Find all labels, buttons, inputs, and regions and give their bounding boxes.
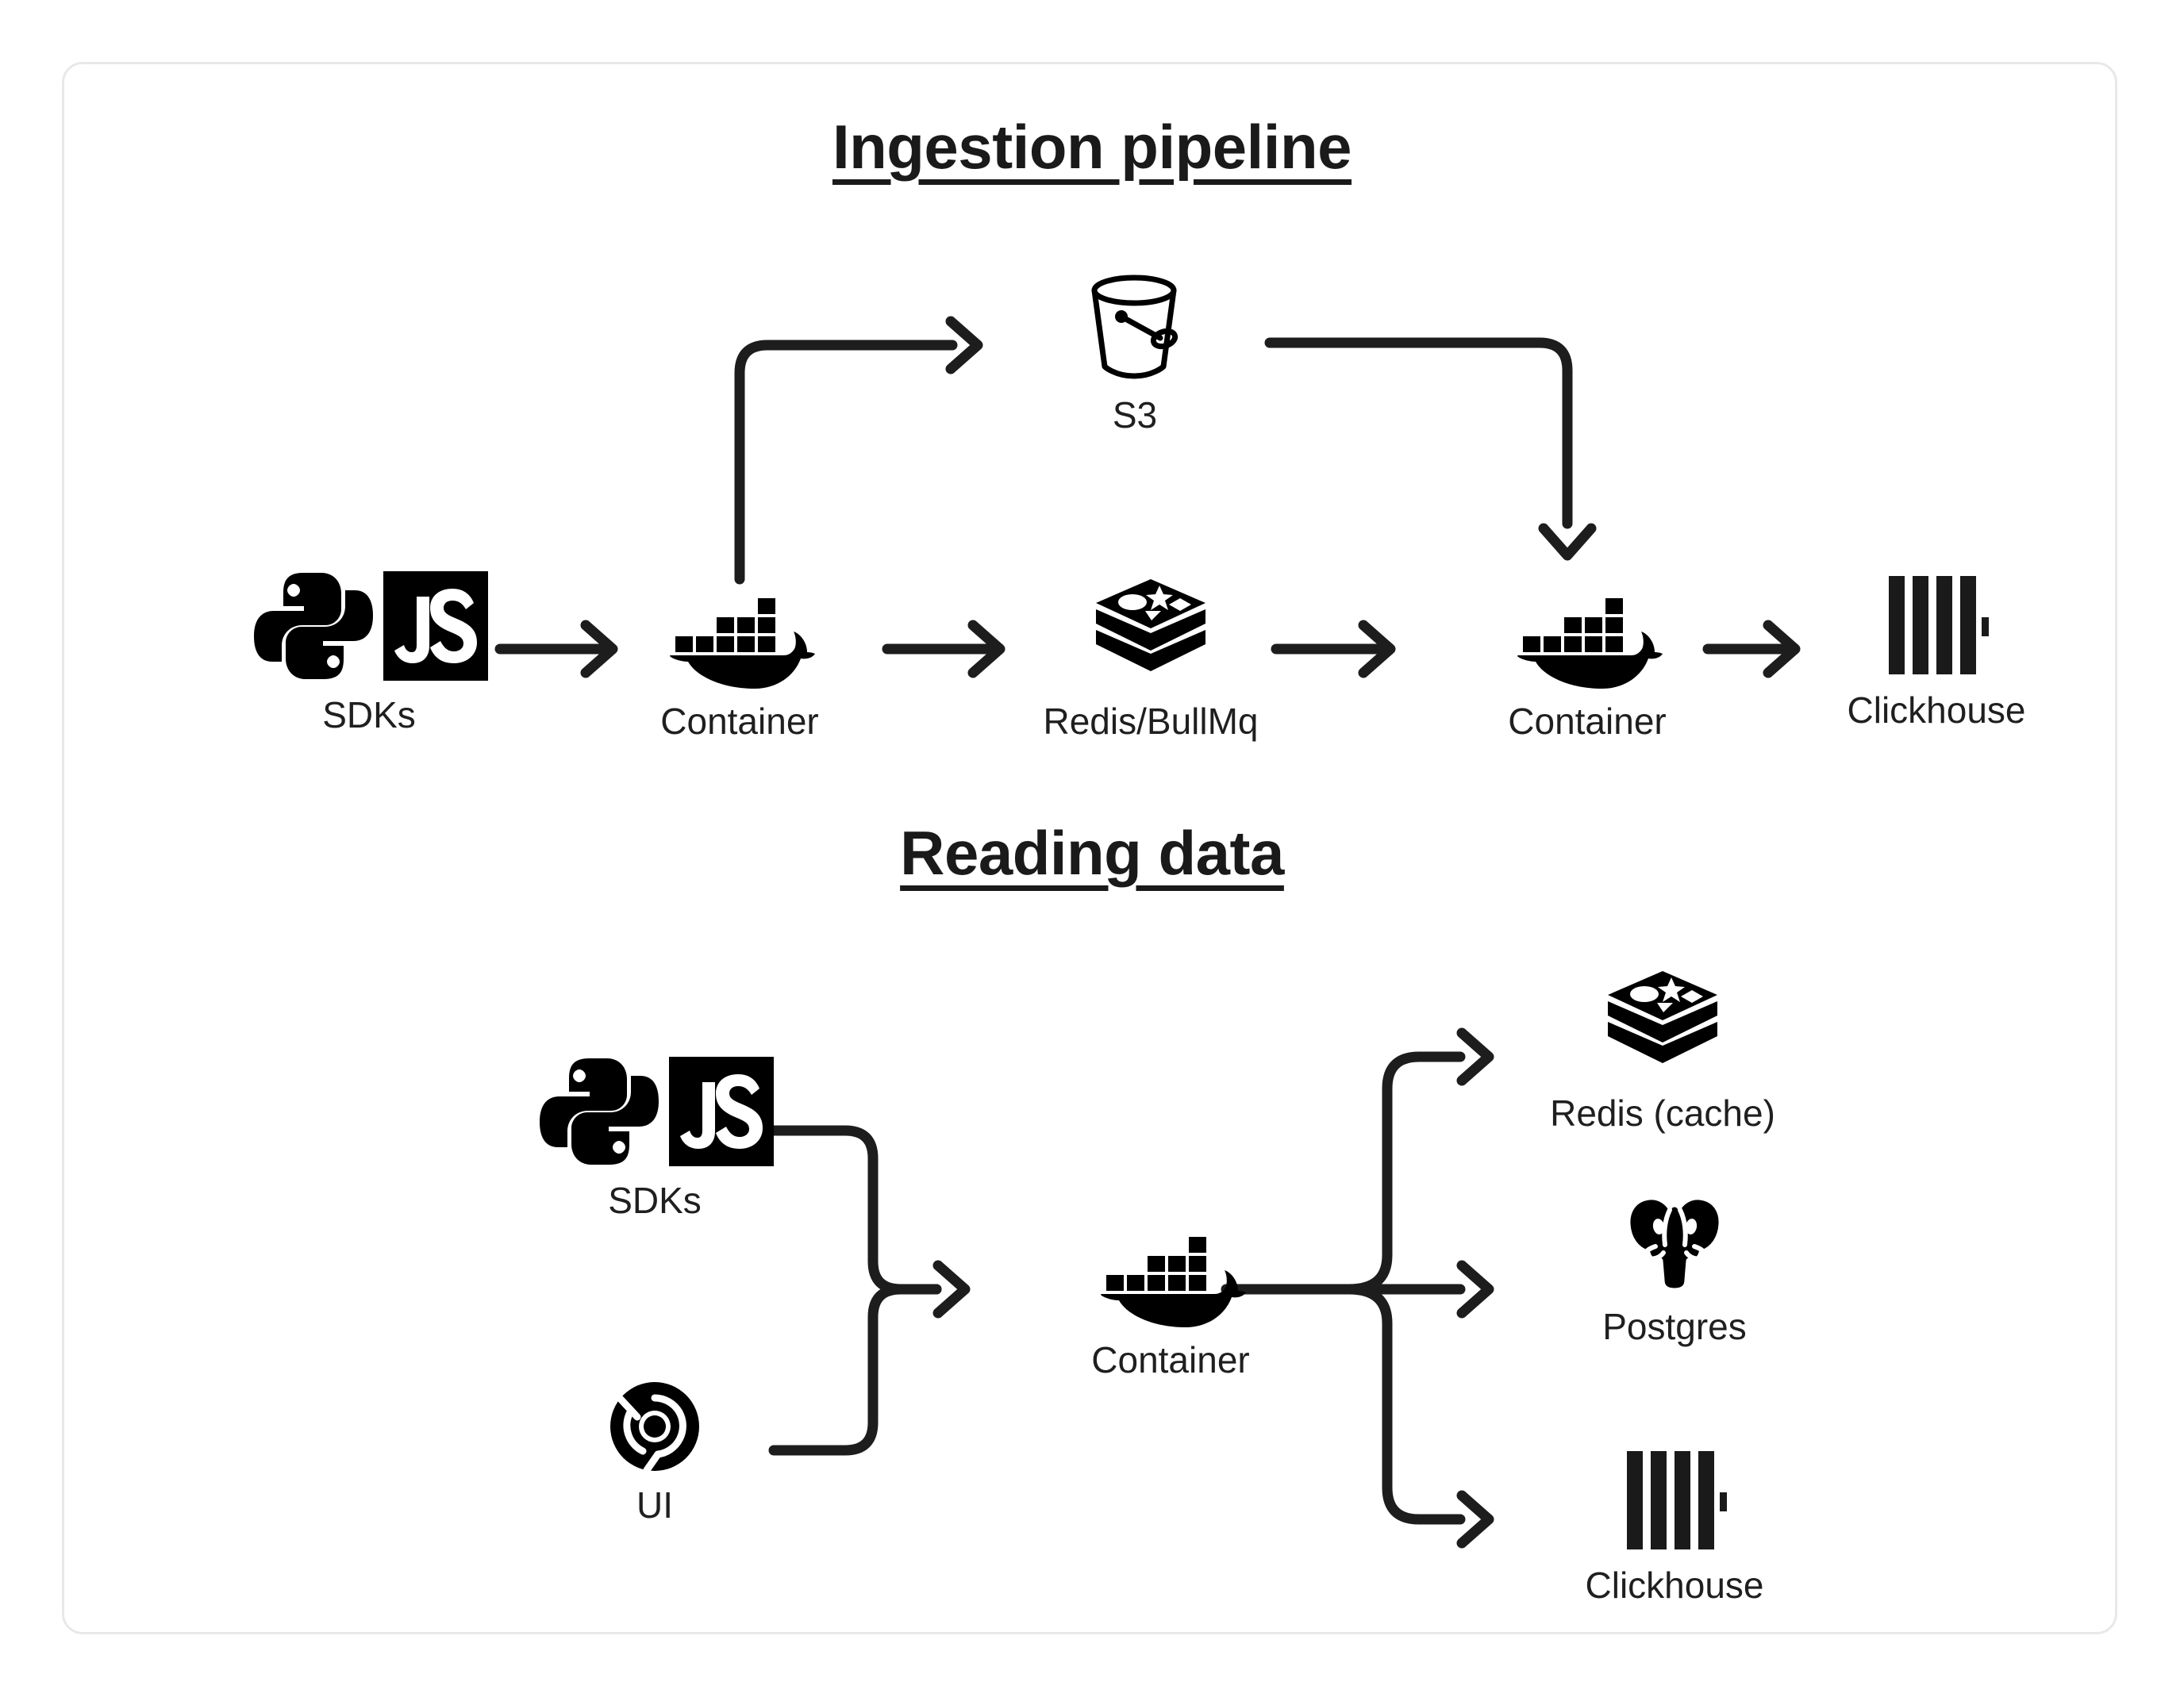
node-sdks-reading[interactable]: SDKs [524, 1055, 786, 1222]
redis-stack-icon [1091, 578, 1210, 689]
section-title-ingestion: Ingestion pipeline [832, 112, 1352, 182]
clickhouse-bars-icon [1884, 573, 1989, 678]
node-clickhouse-reading[interactable]: Clickhouse [1555, 1448, 1794, 1607]
node-label-clickhouse-ingestion: Clickhouse [1847, 689, 2026, 731]
node-label-sdks-ingestion: SDKs [322, 694, 416, 735]
redis-stack-icon [1603, 970, 1722, 1081]
node-s3[interactable]: S3 [1055, 271, 1214, 436]
node-redis-bullmq[interactable]: Redis/BullMq [1024, 578, 1278, 743]
node-label-ui: UI [636, 1484, 673, 1526]
section-title-reading: Reading data [900, 818, 1284, 888]
node-label-container-ingestion-1: Container [660, 701, 819, 742]
node-ui[interactable]: UI [575, 1380, 734, 1526]
node-container-reading[interactable]: Container [1075, 1226, 1266, 1381]
node-label-container-ingestion-2: Container [1508, 701, 1667, 742]
chrome-icon [609, 1380, 701, 1473]
diagram-card [62, 62, 2117, 1634]
node-label-postgres: Postgres [1602, 1306, 1747, 1347]
node-clickhouse-ingestion[interactable]: Clickhouse [1817, 573, 2055, 731]
node-label-redis-cache: Redis (cache) [1550, 1092, 1775, 1134]
python-js-sdk-icon [250, 570, 488, 682]
node-container-ingestion-2[interactable]: Container [1492, 587, 1682, 743]
node-label-sdks-reading: SDKs [608, 1180, 702, 1221]
node-label-container-reading: Container [1091, 1339, 1250, 1380]
node-postgres[interactable]: Postgres [1579, 1186, 1770, 1348]
docker-whale-icon [1095, 1226, 1246, 1327]
node-redis-cache[interactable]: Redis (cache) [1532, 970, 1794, 1135]
postgres-elephant-icon [1621, 1186, 1728, 1294]
python-js-sdk-icon [536, 1055, 774, 1168]
s3-bucket-icon [1085, 271, 1185, 382]
node-container-ingestion-1[interactable]: Container [644, 587, 835, 743]
node-label-redis-bullmq: Redis/BullMq [1043, 701, 1259, 742]
clickhouse-bars-icon [1622, 1448, 1727, 1553]
docker-whale-icon [1512, 587, 1663, 689]
node-label-s3: S3 [1112, 394, 1158, 436]
docker-whale-icon [664, 587, 815, 689]
node-sdks-ingestion[interactable]: SDKs [238, 570, 500, 736]
node-label-clickhouse-reading: Clickhouse [1585, 1565, 1764, 1606]
